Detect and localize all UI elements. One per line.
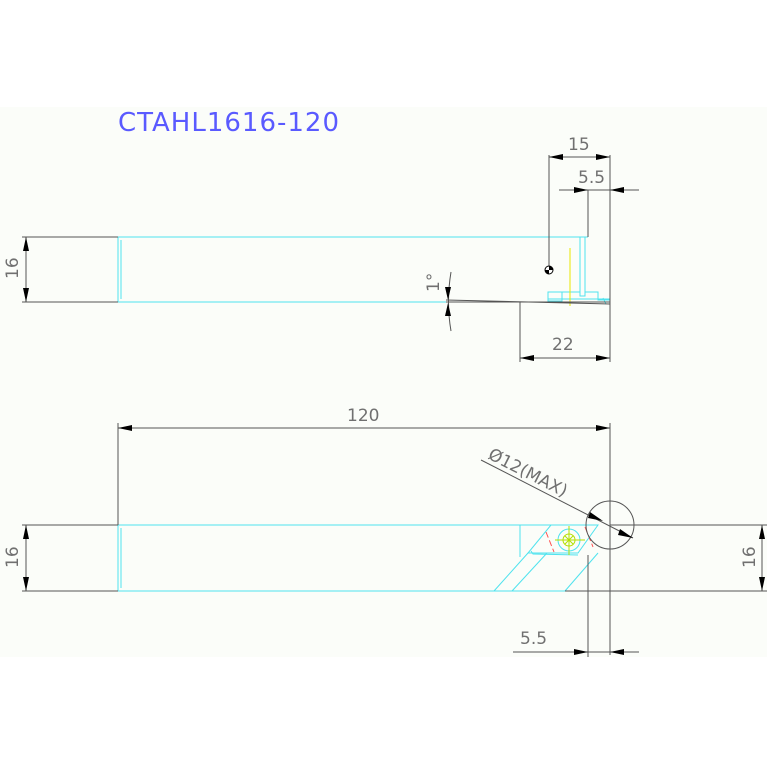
- side-view: 15 5.5 22 16 1°: [3, 135, 639, 362]
- top-view: 120 16 16 Ø12(MAX) 5.5: [3, 406, 767, 657]
- drawing-canvas: [0, 107, 767, 657]
- dim-5-5-bottom: 5.5: [520, 629, 547, 649]
- diameter-label: Ø12(MAX): [485, 445, 571, 502]
- dim-15: 15: [568, 135, 590, 155]
- dim-16-side: 16: [3, 257, 23, 279]
- drawing-title: CTAHL1616-120: [118, 108, 340, 138]
- dim-120: 120: [347, 406, 379, 426]
- angle-1-degree: 1°: [424, 273, 444, 292]
- dim-16-top-right: 16: [740, 546, 760, 568]
- dim-22: 22: [552, 335, 574, 355]
- dim-5-5-top: 5.5: [578, 168, 605, 188]
- dim-16-top-left: 16: [3, 546, 23, 568]
